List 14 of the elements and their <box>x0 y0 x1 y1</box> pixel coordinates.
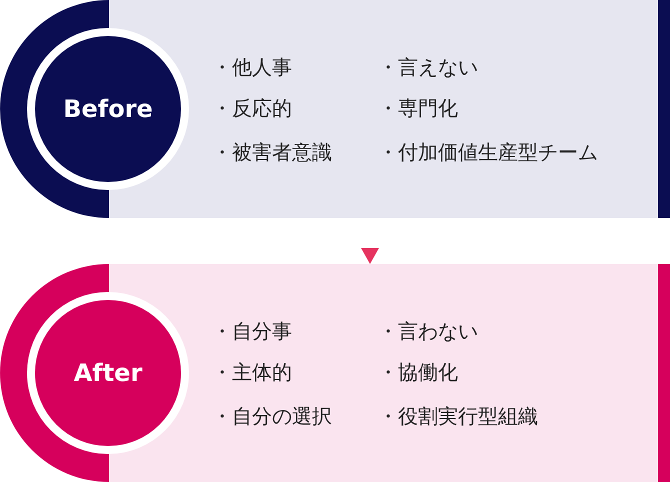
list-item: ・被害者意識 <box>212 140 332 164</box>
list-item: ・付加価値生産型チーム <box>378 140 598 164</box>
list-item: ・協働化 <box>378 360 458 384</box>
list-item: ・言えない <box>378 55 478 79</box>
list-item: ・言わない <box>378 319 478 343</box>
list-item: ・専門化 <box>378 96 458 120</box>
panel-band <box>0 0 670 218</box>
list-item: ・反応的 <box>212 96 292 120</box>
list-item: ・自分の選択 <box>212 404 332 428</box>
list-item: ・役割実行型組織 <box>378 404 538 428</box>
list-item: ・他人事 <box>212 55 292 79</box>
list-item: ・自分事 <box>212 319 292 343</box>
panel-band <box>0 264 670 482</box>
list-item: ・主体的 <box>212 360 292 384</box>
